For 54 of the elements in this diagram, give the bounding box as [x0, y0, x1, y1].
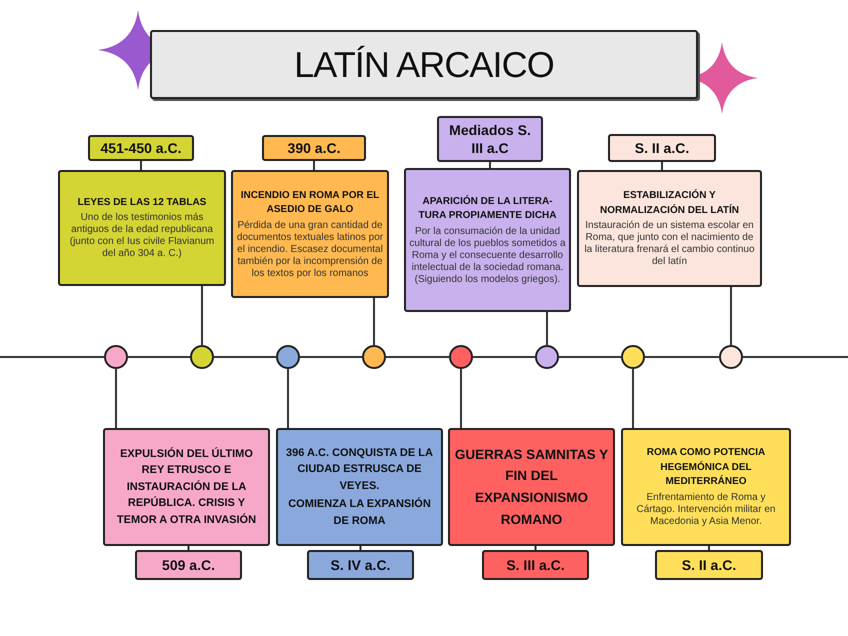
- date-tag: S. IV a.C.: [307, 550, 414, 580]
- event-description: Instauración de un sistema escolar en Roma, que junto con el nacimiento de la literatura frenará el cambio continuo del latín: [583, 220, 756, 268]
- connector-line: [300, 356, 362, 358]
- event-heading: GUERRAS SAMNITAS Y FIN DEL EXPANSIONISMO ROMANO: [454, 446, 610, 529]
- event-heading: LEYES DE LAS 12 TABLAS: [78, 196, 206, 210]
- connector-line: [313, 161, 315, 170]
- event-description: Pérdida de una gran cantidad de documentos textuales latinos por el incendio. Escasez documental también por la incomprensión de los textos por los romanos: [236, 220, 384, 280]
- connector-line: [386, 356, 449, 358]
- event-heading: INCENDIO EN ROMA POR EL ASEDIO DE GALO: [240, 188, 380, 217]
- date-tag: Mediados S. III a.C: [437, 116, 543, 162]
- connector-line: [546, 312, 548, 345]
- date-tag: S. II a.C.: [655, 550, 763, 580]
- event-card: [58, 170, 226, 286]
- connector-line: [214, 356, 276, 358]
- event-heading: ROMA COMO POTENCIA HEGEMÓNICA DEL MEDITERRÁNEO: [646, 446, 766, 490]
- event-description: Uno de los testimonios más antiguos de la edad republicana (junto con el Ius civile Flavianum del año 304 a. C.): [68, 212, 216, 260]
- connector-line: [360, 546, 362, 550]
- connector-line: [730, 287, 732, 345]
- event-card: [103, 428, 270, 546]
- connector-line: [534, 546, 536, 550]
- connector-line: [559, 356, 621, 358]
- connector-line: [128, 356, 190, 358]
- event-card: [621, 428, 791, 546]
- event-description: Enfrentamiento de Roma y Cártago. Intervención militar en Macedonia y Asia Menor.: [636, 492, 776, 528]
- event-heading: COMIENZA LA EXPANSIÓN DE ROMA: [287, 496, 432, 529]
- connector-line: [140, 161, 142, 170]
- event-heading: EXPULSIÓN DEL ÚLTIMO REY ETRUSCO E INSTAURACIÓN DE LA REPÚBLICA. CRISIS Y TEMOR A OTRA INVASIÓN: [116, 446, 258, 528]
- event-card: [448, 428, 615, 546]
- event-card: [577, 170, 762, 287]
- event-card: [276, 428, 443, 546]
- event-description: Por la consumación de la unidad cultural de los pueblos sometidos a Roma y el consecuente desarrollo intelectual de la sociedad romana. (Siguiendo los modelos griegos).: [409, 226, 566, 286]
- connector-line: [661, 162, 663, 170]
- connector-line: [460, 369, 462, 428]
- event-heading: 396 A.C. CONQUISTA DE LA CIUDAD ESTRUSCA DE VEYES.: [285, 446, 434, 494]
- connector-line: [115, 369, 117, 428]
- connector-line: [373, 298, 375, 345]
- date-tag: 451-450 a.C.: [88, 135, 194, 161]
- date-tag: S. III a.C.: [482, 550, 589, 580]
- date-tag: S. II a.C.: [608, 134, 716, 162]
- connector-line: [708, 546, 710, 550]
- connector-line: [632, 369, 634, 428]
- connector-line: [489, 162, 491, 168]
- event-card: [404, 168, 571, 312]
- connector-line: [473, 356, 535, 358]
- date-tag: 509 a.C.: [135, 550, 242, 580]
- event-heading: ESTABILIZACIÓN Y NORMALIZACIÓN DEL LATÍN: [598, 189, 740, 218]
- event-card: [231, 170, 389, 298]
- date-tag: 390 a.C.: [262, 135, 366, 161]
- connector-line: [201, 286, 203, 345]
- event-heading: APARICIÓN DE LA LITERA- TURA PROPIAMENTE DICHA: [418, 194, 558, 223]
- title: LATÍN ARCAICO: [294, 42, 554, 86]
- connector-line: [645, 356, 719, 358]
- connector-line: [188, 546, 190, 550]
- connector-line: [287, 369, 289, 428]
